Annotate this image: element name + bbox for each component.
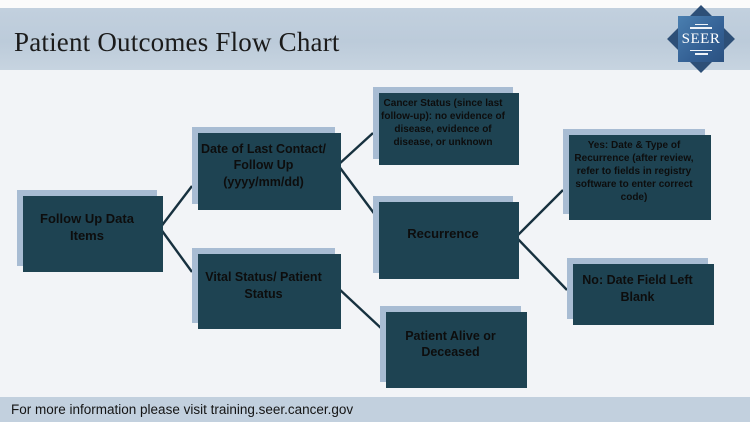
edge-date-to-recurrence bbox=[337, 164, 377, 217]
logo-rule-top-long bbox=[690, 27, 712, 29]
edge-recurrence-to-no bbox=[515, 236, 568, 291]
header-top-strip bbox=[0, 0, 750, 8]
edge-recurrence-to-yes bbox=[515, 189, 564, 238]
logo-rule-bottom-long bbox=[690, 49, 712, 51]
flow-node-patient-alive-or-deceased[interactable]: Patient Alive or Deceased bbox=[380, 306, 527, 388]
flow-node-no-date-field-left-blank[interactable]: No: Date Field Left Blank bbox=[567, 258, 714, 325]
flow-node-label: Yes: Date & Type of Recurrence (after re… bbox=[574, 140, 694, 203]
edge-followup-to-vital bbox=[159, 227, 193, 273]
logo-rule-top-short bbox=[694, 23, 708, 25]
logo-wordmark: SEER bbox=[681, 30, 721, 47]
flow-node-label: No: Date Field Left Blank bbox=[582, 273, 693, 304]
flow-node-label: Patient Alive or Deceased bbox=[405, 328, 496, 359]
flow-node-recurrence[interactable]: Recurrence bbox=[373, 196, 519, 279]
edge-vital-to-patient-alive bbox=[337, 287, 383, 330]
flow-node-follow-up-data-items[interactable]: Follow Up Data Items bbox=[17, 190, 163, 272]
flow-node-vital-status[interactable]: Vital Status/ Patient Status bbox=[192, 248, 341, 329]
seer-logo: SEER bbox=[664, 3, 738, 75]
flow-node-label: Follow Up Data Items bbox=[40, 211, 134, 243]
flow-node-label: Date of Last Contact/ Follow Up (yyyy/mm… bbox=[200, 142, 326, 189]
flow-node-label: Cancer Status (since last follow-up): no… bbox=[381, 98, 505, 148]
footer-band: For more information please visit traini… bbox=[0, 397, 750, 422]
edge-date-to-cancer-status bbox=[337, 132, 374, 166]
flow-node-yes-date-type-recurrence[interactable]: Yes: Date & Type of Recurrence (after re… bbox=[563, 129, 711, 220]
page-title: Patient Outcomes Flow Chart bbox=[14, 27, 340, 57]
logo-rule-bottom-short bbox=[694, 53, 708, 55]
edge-followup-to-date bbox=[159, 185, 193, 229]
header-band: Patient Outcomes Flow Chart bbox=[0, 8, 750, 70]
flow-node-date-of-last-contact[interactable]: Date of Last Contact/ Follow Up (yyyy/mm… bbox=[192, 127, 341, 210]
flow-node-cancer-status[interactable]: Cancer Status (since last follow-up): no… bbox=[373, 87, 519, 165]
flow-node-label: Vital Status/ Patient Status bbox=[205, 270, 322, 301]
footer-text: For more information please visit traini… bbox=[11, 402, 354, 417]
logo-square-shape: SEER bbox=[678, 16, 724, 62]
flow-node-label: Recurrence bbox=[407, 226, 479, 242]
